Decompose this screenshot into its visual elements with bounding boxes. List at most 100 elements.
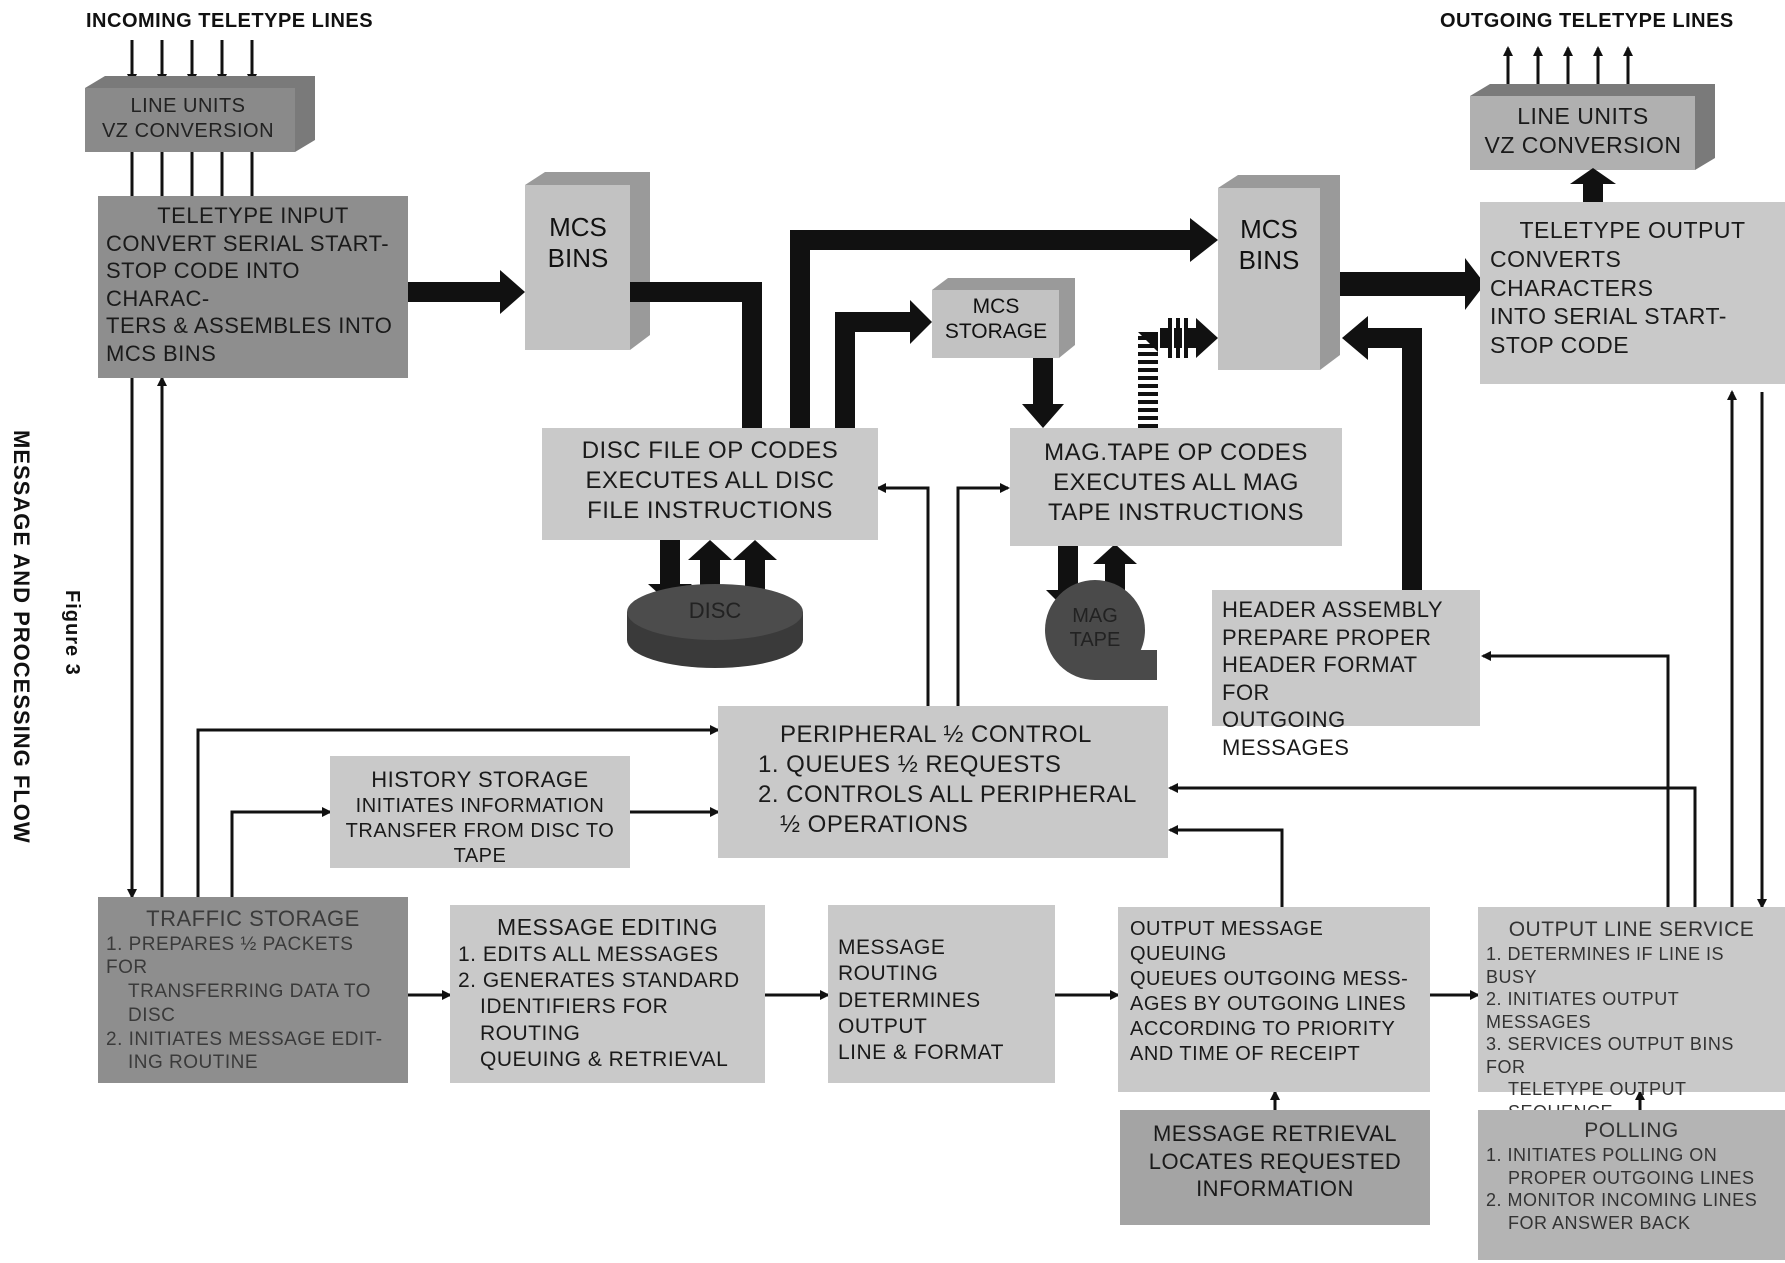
queuing-line-3: ACCORDING TO PRIORITY bbox=[1130, 1018, 1396, 1040]
output-line-line-1: 1. DETERMINES IF LINE IS BUSY bbox=[1486, 944, 1725, 987]
mag-tape-label-1: MAG bbox=[1072, 605, 1118, 627]
history-line-2: TRANSFER FROM DISC TO TAPE bbox=[345, 819, 615, 867]
figure-title: MESSAGE AND PROCESSING FLOW bbox=[9, 430, 34, 844]
polling-line-3: 2. MONITOR INCOMING LINES bbox=[1486, 1190, 1758, 1211]
teletype-input-line-2: STOP CODE INTO CHARAC- bbox=[106, 258, 301, 311]
thick-flows bbox=[405, 168, 1616, 612]
output-line-service-box: OUTPUT LINE SERVICE 1. DETERMINES IF LIN… bbox=[1478, 907, 1785, 1122]
line-units-out-title: LINE UNITS bbox=[1517, 103, 1649, 129]
figure-label: Figure 3 bbox=[61, 590, 83, 676]
editing-line-2: 2. GENERATES STANDARD bbox=[458, 969, 740, 992]
output-line-title: OUTPUT LINE SERVICE bbox=[1508, 918, 1755, 941]
line-units-in-sub: VZ CONVERSION bbox=[101, 120, 275, 142]
peripheral-title: PERIPHERAL ½ CONTROL bbox=[780, 721, 1092, 748]
line-units-in-title: LINE UNITS bbox=[130, 95, 246, 117]
routing-title: MESSAGE ROUTING bbox=[838, 936, 946, 986]
disc-file-title: DISC FILE OP CODES bbox=[581, 437, 839, 464]
teletype-output-box: TELETYPE OUTPUT CONVERTS CHARACTERS INTO… bbox=[1480, 202, 1785, 384]
retrieval-title: MESSAGE RETRIEVAL bbox=[1152, 1121, 1398, 1146]
traffic-title: TRAFFIC STORAGE bbox=[146, 906, 360, 931]
line-units-out: LINE UNITS VZ CONVERSION bbox=[1472, 100, 1694, 166]
teletype-input-line-4: MCS BINS bbox=[106, 340, 217, 366]
queuing-title: OUTPUT MESSAGE QUEUING bbox=[1130, 918, 1324, 965]
traffic-line-2: TRANSFERRING DATA TO DISC bbox=[128, 981, 371, 1026]
history-title: HISTORY STORAGE bbox=[371, 767, 589, 792]
output-queuing-box: OUTPUT MESSAGE QUEUING QUEUES OUTGOING M… bbox=[1118, 907, 1430, 1092]
teletype-output-line-3: STOP CODE bbox=[1490, 332, 1630, 358]
mcs-storage: MCS STORAGE bbox=[934, 294, 1058, 344]
incoming-lines-label: INCOMING TELETYPE LINES bbox=[86, 10, 374, 32]
traffic-line-4: ING ROUTINE bbox=[128, 1052, 259, 1074]
mcs-storage-line-2: STORAGE bbox=[944, 320, 1048, 344]
peripheral-line-1: 1. QUEUES ½ REQUESTS bbox=[758, 751, 1062, 778]
line-units-out-block bbox=[1470, 84, 1715, 170]
dashed-flow bbox=[1138, 318, 1218, 428]
traffic-line-3: 2. INITIATES MESSAGE EDIT- bbox=[106, 1028, 383, 1050]
mcs-bins-2: MCS BINS bbox=[1220, 214, 1318, 276]
message-routing-box: MESSAGE ROUTING DETERMINES OUTPUT LINE &… bbox=[828, 905, 1055, 1083]
teletype-output-line-2: INTO SERIAL START- bbox=[1490, 303, 1727, 330]
mcs-storage-block bbox=[932, 278, 1075, 358]
mag-tape-device bbox=[1045, 580, 1157, 680]
peripheral-line-3: ½ OPERATIONS bbox=[780, 811, 969, 838]
message-retrieval-box: MESSAGE RETRIEVAL LOCATES REQUESTED INFO… bbox=[1120, 1110, 1430, 1225]
traffic-storage-box: TRAFFIC STORAGE 1. PREPARES ½ PACKETS FO… bbox=[98, 897, 408, 1083]
mag-tape-ops-line-2: TAPE INSTRUCTIONS bbox=[1047, 499, 1305, 526]
polling-box: POLLING 1. INITIATES POLLING ON PROPER O… bbox=[1478, 1110, 1785, 1260]
retrieval-line-2: INFORMATION bbox=[1196, 1176, 1354, 1201]
polling-line-2: PROPER OUTGOING LINES bbox=[1508, 1167, 1755, 1188]
line-units-out-sub: VZ CONVERSION bbox=[1484, 131, 1682, 158]
outgoing-lines-label: OUTGOING TELETYPE LINES bbox=[1440, 10, 1734, 32]
line-units-in: LINE UNITS VZ CONVERSION bbox=[88, 92, 288, 148]
mcs-bins-1-line-2: BINS bbox=[547, 243, 609, 274]
teletype-input-title: TELETYPE INPUT bbox=[157, 203, 349, 228]
polling-line-4: FOR ANSWER BACK bbox=[1508, 1212, 1691, 1233]
polling-title: POLLING bbox=[1584, 1119, 1679, 1142]
disc-label: DISC bbox=[688, 598, 742, 623]
traffic-line-1: 1. PREPARES ½ PACKETS FOR bbox=[106, 933, 354, 979]
history-storage-box: HISTORY STORAGE INITIATES INFORMATION TR… bbox=[330, 756, 630, 868]
output-line-line-2: 2. INITIATES OUTPUT MESSAGES bbox=[1486, 989, 1679, 1032]
outgoing-lines bbox=[1503, 46, 1633, 86]
disc-file-line-1: EXECUTES ALL DISC bbox=[585, 467, 835, 494]
teletype-input-line-1: CONVERT SERIAL START- bbox=[106, 230, 390, 256]
editing-line-1: 1. EDITS ALL MESSAGES bbox=[458, 942, 719, 966]
routing-line-1: DETERMINES OUTPUT bbox=[838, 988, 981, 1038]
mcs-bins-1-block bbox=[525, 172, 650, 350]
polling-line-1: 1. INITIATES POLLING ON bbox=[1486, 1145, 1718, 1166]
mag-tape-ops-line-1: EXECUTES ALL MAG bbox=[1053, 469, 1299, 496]
queuing-line-1: QUEUES OUTGOING MESS- bbox=[1130, 968, 1409, 990]
history-line-1: INITIATES INFORMATION bbox=[355, 794, 605, 817]
peripheral-control-box: PERIPHERAL ½ CONTROL 1. QUEUES ½ REQUEST… bbox=[718, 706, 1168, 858]
mcs-bins-1-line-1: MCS bbox=[549, 212, 607, 242]
queuing-line-2: AGES BY OUTGOING LINES bbox=[1130, 993, 1407, 1015]
editing-line-3: IDENTIFIERS FOR ROUTING bbox=[480, 995, 669, 1045]
message-editing-box: MESSAGE EDITING 1. EDITS ALL MESSAGES 2.… bbox=[450, 905, 765, 1083]
disc-file-line-2: FILE INSTRUCTIONS bbox=[587, 497, 833, 524]
teletype-output-line-1: CONVERTS CHARACTERS bbox=[1490, 245, 1654, 301]
output-line-line-3: 3. SERVICES OUTPUT BINS FOR bbox=[1486, 1034, 1734, 1077]
mcs-storage-line-1: MCS bbox=[972, 295, 1020, 318]
retrieval-line-1: LOCATES REQUESTED bbox=[1148, 1148, 1402, 1174]
mcs-bins-2-line-2: BINS bbox=[1238, 245, 1300, 276]
thin-flows bbox=[127, 376, 1767, 1110]
mcs-bins-2-line-1: MCS bbox=[1240, 214, 1298, 244]
mag-tape-label-2: TAPE bbox=[1069, 629, 1121, 651]
header-assembly-line-3: OUTGOING MESSAGES bbox=[1222, 707, 1350, 760]
teletype-output-title: TELETYPE OUTPUT bbox=[1519, 217, 1746, 243]
line-units-in-block bbox=[85, 76, 315, 152]
routing-line-2: LINE & FORMAT bbox=[838, 1041, 1004, 1064]
header-assembly-box: HEADER ASSEMBLY PREPARE PROPER HEADER FO… bbox=[1212, 590, 1480, 760]
mcs-bins-1: MCS BINS bbox=[528, 212, 628, 274]
mcs-bins-2-block bbox=[1218, 175, 1340, 370]
mag-tape-ops-box: MAG.TAPE OP CODES EXECUTES ALL MAG TAPE … bbox=[1010, 428, 1342, 546]
editing-line-4: QUEUING & RETRIEVAL bbox=[480, 1047, 729, 1071]
header-assembly-line-2: HEADER FORMAT FOR bbox=[1222, 652, 1418, 705]
mag-tape-label: MAG TAPE bbox=[1055, 604, 1135, 652]
mag-tape-ops-title: MAG.TAPE OP CODES bbox=[1044, 439, 1308, 466]
editing-title: MESSAGE EDITING bbox=[497, 914, 718, 940]
peripheral-line-2: 2. CONTROLS ALL PERIPHERAL bbox=[758, 781, 1137, 808]
queuing-line-4: AND TIME OF RECEIPT bbox=[1130, 1043, 1361, 1065]
header-assembly-line-1: PREPARE PROPER bbox=[1222, 624, 1432, 650]
